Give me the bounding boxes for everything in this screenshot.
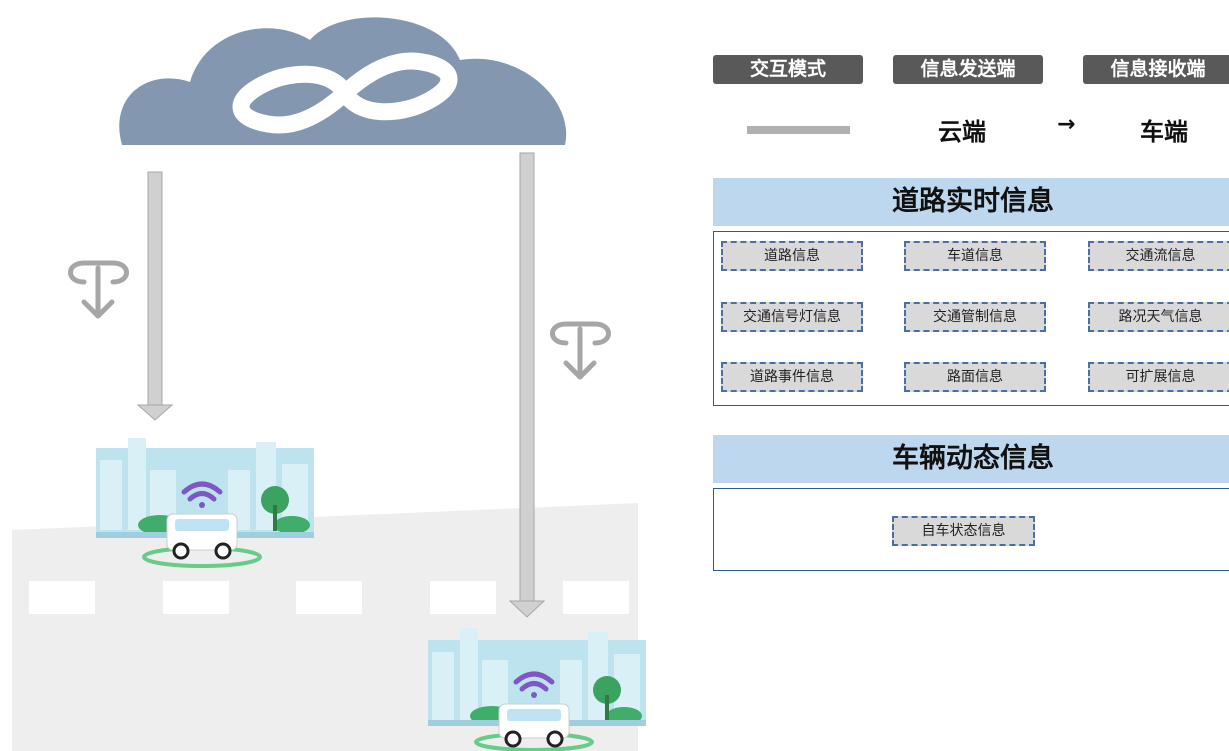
road-realtime-title: 道路实时信息 — [713, 178, 1229, 226]
lane-marking — [29, 581, 95, 614]
downlink-arrow-2 — [508, 152, 546, 618]
vehicle-city-icon — [428, 628, 646, 751]
flow-to: 车端 — [1140, 118, 1188, 146]
road-info-item: 路面信息 — [904, 362, 1046, 392]
road-info-item: 可扩展信息 — [1088, 362, 1229, 392]
interaction-mode-header: 交互模式 — [713, 55, 863, 84]
flow-arrow-icon: → — [1057, 112, 1076, 137]
road-realtime-box — [713, 231, 1229, 406]
download-icon — [68, 260, 129, 319]
road-info-item: 车道信息 — [904, 241, 1046, 271]
downlink-arrow-1 — [136, 171, 174, 421]
vehicle-city-icon — [96, 438, 314, 568]
cloud-to-vehicle-illustration — [12, 17, 646, 751]
road-info-item: 道路事件信息 — [721, 362, 863, 392]
vehicle-dynamic-title: 车辆动态信息 — [713, 435, 1229, 483]
cloud-infinity-icon — [119, 17, 567, 145]
road-info-item: 交通流信息 — [1088, 241, 1229, 271]
road-info-item: 交通管制信息 — [904, 302, 1046, 332]
lane-marking — [430, 581, 496, 614]
sender-header: 信息发送端 — [893, 55, 1043, 84]
receiver-header: 信息接收端 — [1083, 55, 1229, 84]
interaction-mode-indicator — [747, 126, 850, 134]
road-info-item: 道路信息 — [721, 241, 863, 271]
road-info-item: 交通信号灯信息 — [721, 302, 863, 332]
flow-from: 云端 — [938, 118, 986, 146]
vehicle-dynamic-box — [713, 488, 1229, 571]
vehicle-info-item: 自车状态信息 — [892, 516, 1035, 546]
lane-marking — [296, 581, 362, 614]
lane-marking — [563, 581, 629, 614]
download-icon — [550, 321, 611, 380]
road-info-item: 路况天气信息 — [1088, 302, 1229, 332]
lane-marking — [163, 581, 229, 614]
